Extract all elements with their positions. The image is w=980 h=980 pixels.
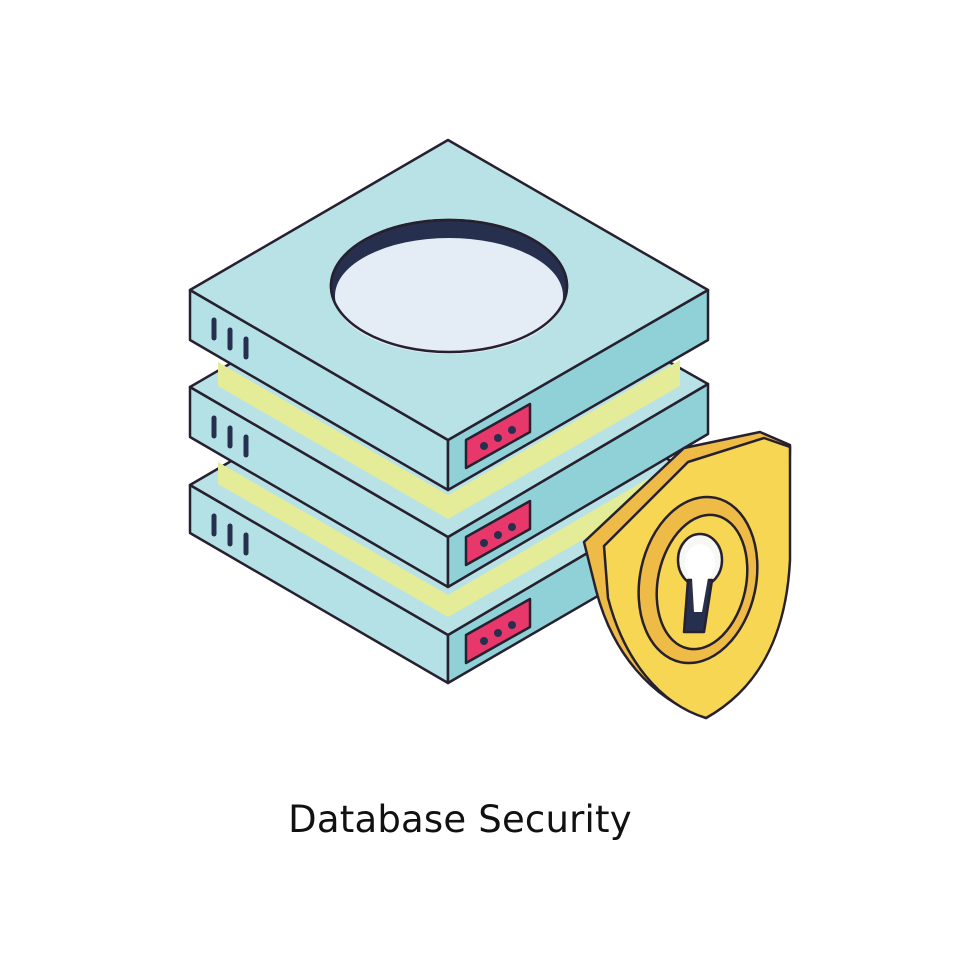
database-server-stack-icon	[188, 138, 710, 685]
security-shield-icon	[582, 430, 792, 720]
keyhole-icon	[676, 532, 724, 634]
caption-title: Database Security	[288, 798, 632, 841]
indicator-panel-bottom	[464, 597, 532, 665]
indicator-panel-top	[464, 402, 532, 470]
indicator-panel-middle	[464, 499, 532, 567]
server-block-top	[188, 138, 710, 492]
vent-slots	[211, 317, 249, 556]
